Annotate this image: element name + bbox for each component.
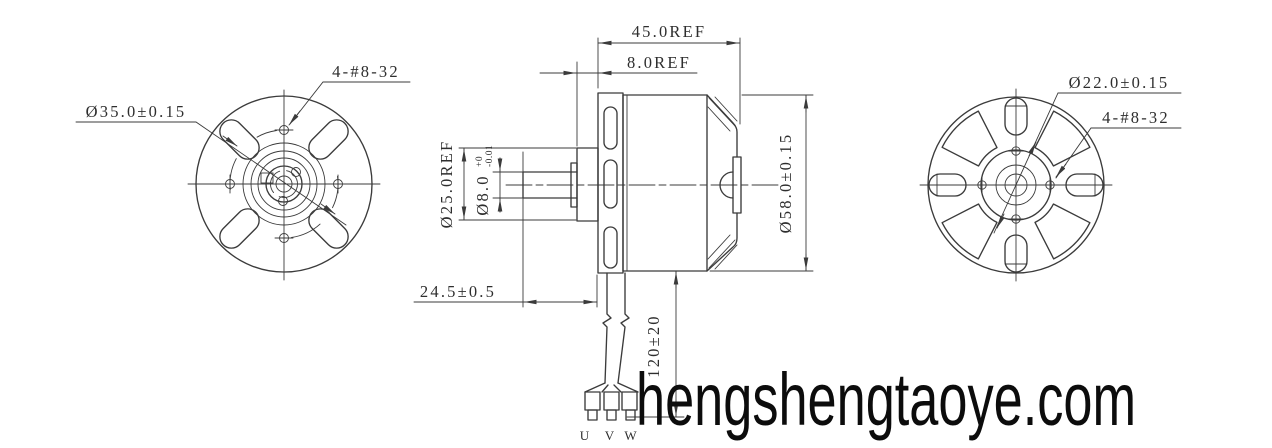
- rear-slot-left: [928, 173, 967, 197]
- connector-pin-u: [587, 409, 598, 421]
- mount-depth-dim: 8.0REF: [627, 53, 691, 72]
- rear-shaft-hole: [1004, 173, 1028, 197]
- front-vent-slot-ne: [308, 119, 349, 160]
- fork-webs-middle: [601, 384, 622, 393]
- rear-hub-circle: [980, 149, 1052, 221]
- rear-diameter-arrow-1: [1028, 141, 1037, 157]
- front-circle-r41: [242, 142, 326, 226]
- front-screw-leader: [289, 81, 411, 125]
- rear-screw-label: 4-#8-32: [1102, 108, 1170, 127]
- wire-label-w: W: [624, 428, 637, 443]
- bell-rear-bearing: [719, 171, 734, 199]
- front-bolt-arc-2: [229, 158, 237, 191]
- front-bolt-arc-3: [291, 223, 321, 238]
- front-shaft-hole: [275, 175, 293, 193]
- fork-web-left: [584, 382, 606, 393]
- mount-plate: [597, 92, 624, 274]
- mount-slot-1: [603, 106, 618, 150]
- front-vent-slot-sw: [219, 208, 260, 249]
- bell-hatch-b3: [714, 244, 738, 270]
- front-vent-slot-nw: [219, 119, 260, 160]
- front-key-tab: [260, 172, 274, 184]
- wire-left: [602, 272, 612, 384]
- front-bolt-arc-4: [332, 176, 339, 209]
- connector-housing-v: [603, 391, 620, 411]
- rear-wedge-vent-se: [1034, 203, 1091, 260]
- bell-bottom-edge: [706, 212, 738, 272]
- rear-screw-leader: [1055, 127, 1182, 179]
- shaft-tol-plus: +0: [475, 156, 485, 167]
- rear-slot-bottom: [1004, 234, 1028, 273]
- rear-slot-right: [1065, 173, 1104, 197]
- front-screw-arrow: [288, 110, 301, 126]
- bell-top-edge: [706, 94, 738, 158]
- front-view: Ø35.0±0.15 4-#8-32: [75, 62, 411, 281]
- motor-body: [622, 94, 708, 272]
- wire-right: [617, 272, 630, 384]
- connector-pin-v: [606, 409, 617, 421]
- rear-wedge-vent-nw: [941, 110, 998, 167]
- shaft-length-dim: 24.5±0.5: [420, 282, 496, 301]
- rear-diameter-arrow-2: [996, 213, 1005, 229]
- front-circlip-ring: [270, 170, 298, 198]
- bell-rear-hub: [732, 156, 742, 214]
- side-view: U V W 45.0REF 8.0REF Ø58.0±0.15 Ø25.0R: [413, 22, 814, 443]
- overall-length-dim: 45.0REF: [632, 22, 707, 41]
- front-outer-circle: [195, 95, 373, 273]
- bell-hatch-t1: [708, 97, 736, 127]
- rear-slot-top: [1004, 97, 1028, 136]
- front-diameter-leader: [75, 121, 347, 226]
- rear-outer-circle: [927, 96, 1105, 274]
- front-vent-slot-se: [308, 208, 349, 249]
- rear-wedge-vent-ne: [1034, 110, 1091, 167]
- front-hub-lobe-2: [278, 196, 288, 206]
- body-diameter-dim: Ø58.0±0.15: [776, 133, 795, 234]
- shaft-diameter-dim: Ø8.0: [473, 174, 492, 215]
- front-diameter-label: Ø35.0±0.15: [86, 102, 187, 121]
- front-screw-label: 4-#8-32: [332, 62, 400, 81]
- bell-hatch-b2: [707, 234, 731, 260]
- connector-pin-w: [625, 409, 636, 421]
- mount-slot-3: [603, 226, 618, 269]
- rear-wedge-vent-sw: [941, 203, 998, 260]
- collar-diameter-dim: Ø25.0REF: [437, 140, 456, 229]
- front-diameter-arrow-1: [222, 135, 238, 147]
- fork-web-right: [617, 382, 639, 393]
- wire-label-u: U: [580, 428, 590, 443]
- front-hub-lobe-1: [291, 167, 301, 177]
- mount-slot-2: [603, 159, 618, 209]
- collar: [576, 147, 599, 222]
- watermark-text: hengshengtaoye.com: [636, 358, 1136, 441]
- wire-label-v: V: [605, 428, 615, 443]
- rear-bearing-circle: [995, 164, 1037, 206]
- front-circle-r33: [250, 150, 318, 218]
- connector-housing-w: [621, 391, 638, 411]
- wire-length-dim: 120±20: [644, 314, 663, 378]
- connector-housing-u: [584, 391, 601, 411]
- collar-step: [570, 162, 578, 208]
- rear-view: Ø22.0±0.15 4-#8-32: [919, 73, 1182, 282]
- rear-screw-arrow: [1055, 163, 1067, 178]
- bell-hatch-t2: [707, 106, 731, 132]
- bell-hatch-b1: [708, 239, 736, 269]
- bell-hatch-t3: [714, 96, 738, 122]
- rear-diameter-leader: [993, 92, 1182, 234]
- shaft-tol-minus: -0.01: [485, 145, 495, 167]
- rear-diameter-label: Ø22.0±0.15: [1069, 73, 1170, 92]
- front-bolt-arc-1: [256, 130, 277, 138]
- front-circle-r26: [257, 157, 311, 211]
- front-diameter-arrow-2: [320, 203, 336, 215]
- front-hub-circle: [265, 165, 303, 203]
